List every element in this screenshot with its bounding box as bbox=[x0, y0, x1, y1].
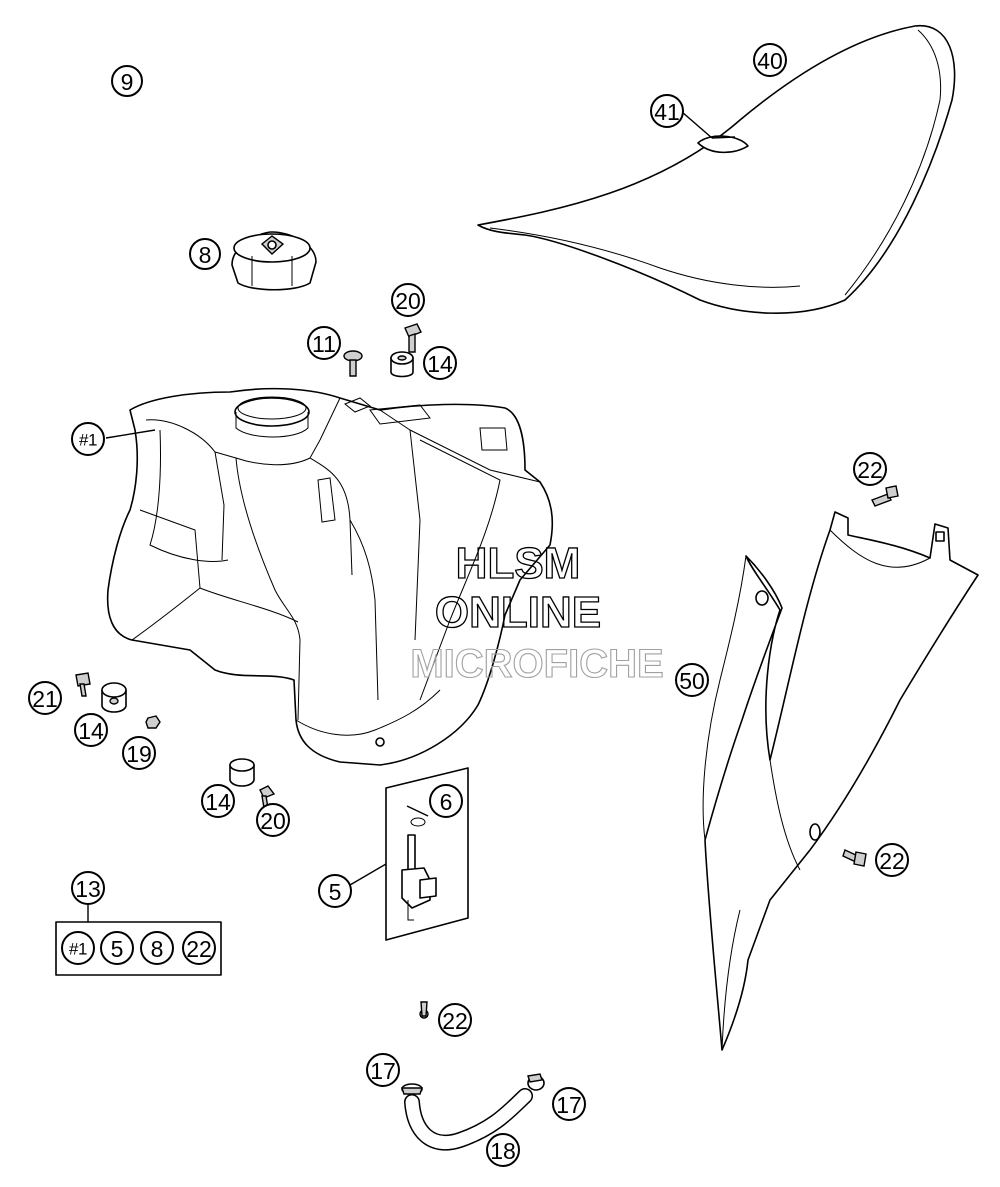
svg-text:8: 8 bbox=[151, 936, 164, 962]
callout-50: 50 bbox=[675, 663, 709, 697]
callout-14-lower: 14 bbox=[201, 784, 235, 818]
svg-text:8: 8 bbox=[199, 242, 212, 268]
kit-item-1: #1 bbox=[61, 931, 95, 965]
callout-19: 19 bbox=[122, 736, 156, 770]
spacer-14-top bbox=[390, 351, 414, 378]
callout-13: 13 bbox=[71, 871, 105, 905]
svg-text:41: 41 bbox=[654, 99, 680, 125]
svg-text:HLSM: HLSM bbox=[456, 539, 581, 588]
svg-text:22: 22 bbox=[857, 457, 883, 483]
callout-22-bottom: 22 bbox=[438, 1003, 472, 1037]
svg-text:5: 5 bbox=[329, 879, 342, 905]
svg-text:20: 20 bbox=[260, 808, 286, 834]
bolt-20-top bbox=[404, 323, 422, 353]
callout-21: 21 bbox=[28, 681, 62, 715]
svg-text:#1: #1 bbox=[79, 431, 97, 450]
side-panel bbox=[702, 511, 979, 1051]
callout-6: 6 bbox=[429, 784, 463, 818]
kit-item-5: 5 bbox=[100, 931, 134, 965]
callout-8: 8 bbox=[189, 238, 221, 270]
svg-text:9: 9 bbox=[121, 69, 134, 95]
bolt-22-lower bbox=[842, 849, 867, 867]
svg-text:17: 17 bbox=[370, 1058, 396, 1084]
fuel-tank bbox=[106, 387, 554, 766]
hose-clamp-right bbox=[527, 1073, 545, 1091]
svg-text:14: 14 bbox=[78, 718, 104, 744]
svg-text:22: 22 bbox=[879, 848, 905, 874]
kit-item-22: 22 bbox=[182, 931, 216, 965]
svg-text:19: 19 bbox=[126, 741, 152, 767]
svg-text:50: 50 bbox=[679, 668, 705, 694]
fuel-cap bbox=[231, 231, 317, 291]
svg-text:MICROFICHE: MICROFICHE bbox=[410, 642, 663, 686]
svg-text:ONLINE: ONLINE bbox=[435, 588, 601, 637]
svg-text:14: 14 bbox=[205, 789, 231, 815]
callout-11: 11 bbox=[307, 326, 341, 360]
seat bbox=[477, 25, 956, 314]
callout-18: 18 bbox=[486, 1133, 520, 1167]
callout-17-right: 17 bbox=[552, 1087, 586, 1121]
svg-text:6: 6 bbox=[440, 789, 453, 815]
svg-text:40: 40 bbox=[757, 48, 783, 74]
svg-text:14: 14 bbox=[427, 351, 453, 377]
spacer-14-lower bbox=[229, 758, 255, 787]
callout-5: 5 bbox=[318, 874, 352, 908]
kit-item-8: 8 bbox=[140, 931, 174, 965]
watermark: HLSM ONLINE MICROFICHE bbox=[410, 538, 664, 686]
svg-text:5: 5 bbox=[111, 936, 124, 962]
callout-1: #1 bbox=[71, 422, 105, 456]
callout-20-lower: 20 bbox=[256, 803, 290, 837]
svg-text:#1: #1 bbox=[69, 940, 87, 959]
spacer-14-left bbox=[101, 682, 127, 713]
hose-clamp-left bbox=[401, 1083, 423, 1095]
callout-17-left: 17 bbox=[366, 1053, 400, 1087]
nut-19 bbox=[145, 715, 161, 729]
fuel-hose bbox=[404, 1088, 533, 1151]
bolt-21 bbox=[75, 672, 91, 697]
svg-text:22: 22 bbox=[442, 1008, 468, 1034]
breather-hose bbox=[88, 75, 276, 222]
callout-14-left: 14 bbox=[74, 713, 108, 747]
callout-40: 40 bbox=[753, 43, 787, 77]
callout-20-top: 20 bbox=[391, 283, 425, 317]
leader-lines bbox=[87, 111, 736, 922]
svg-text:18: 18 bbox=[490, 1138, 516, 1164]
tank-screw-11 bbox=[343, 350, 363, 377]
svg-text:11: 11 bbox=[312, 331, 336, 357]
bolt-22-upper bbox=[871, 485, 899, 507]
screw-22-bottom bbox=[419, 1001, 429, 1019]
callout-9: 9 bbox=[111, 65, 143, 97]
svg-text:20: 20 bbox=[395, 288, 421, 314]
svg-text:17: 17 bbox=[556, 1092, 582, 1118]
callout-22-right: 22 bbox=[875, 843, 909, 877]
callout-22-upper: 22 bbox=[853, 452, 887, 486]
svg-text:21: 21 bbox=[32, 686, 58, 712]
seat-fastener bbox=[697, 135, 749, 154]
callout-41: 41 bbox=[650, 94, 684, 128]
svg-text:13: 13 bbox=[75, 876, 101, 902]
svg-text:22: 22 bbox=[186, 936, 212, 962]
callout-14-top: 14 bbox=[423, 346, 457, 380]
